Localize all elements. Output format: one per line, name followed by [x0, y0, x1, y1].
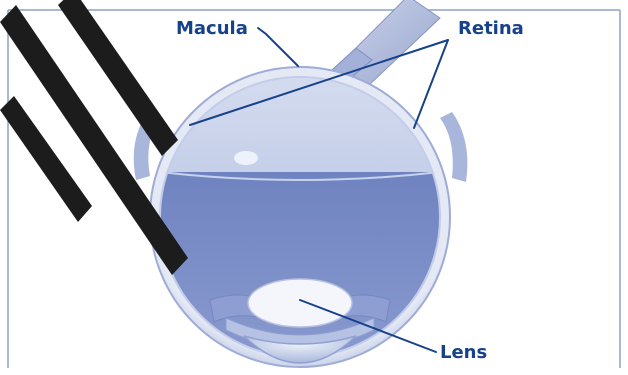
light-reflection	[234, 151, 258, 165]
lens	[248, 279, 352, 327]
macula-leader-line	[258, 28, 298, 66]
retina-label: Retina	[458, 18, 524, 39]
right-muscle	[440, 112, 467, 182]
macula-label: Macula	[176, 18, 248, 39]
diagonal-marks	[0, 0, 188, 275]
retina-leader-line-right	[414, 40, 448, 128]
lens-label: Lens	[440, 342, 487, 363]
